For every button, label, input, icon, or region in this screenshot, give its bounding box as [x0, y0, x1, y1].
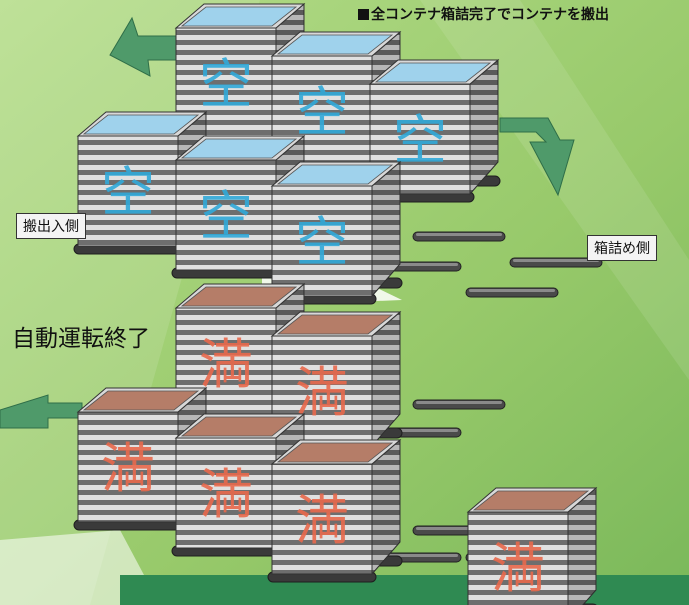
title-text: 全コンテナ箱詰完了でコンテナを搬出	[371, 7, 609, 23]
empty-mark: 空	[101, 161, 155, 224]
empty-mark: 空	[393, 109, 447, 172]
pallet-rail	[412, 231, 506, 242]
full-container: 満	[267, 438, 403, 583]
arrow-down-right	[499, 117, 575, 197]
title-square-icon	[358, 9, 369, 20]
auto-end-label: 自動運転終了	[12, 326, 150, 352]
pallet-rail	[412, 525, 474, 536]
pallet-rail	[509, 257, 603, 268]
empty-mark: 空	[199, 53, 253, 116]
pallet-rail	[412, 399, 506, 410]
full-mark: 満	[491, 537, 545, 600]
empty-mark: 空	[295, 211, 349, 274]
full-mark: 満	[199, 463, 253, 526]
empty-container: 空	[267, 160, 403, 305]
empty-mark: 空	[295, 81, 349, 144]
full-mark: 満	[295, 489, 349, 552]
empty-container: 空	[365, 58, 501, 203]
full-container: 満	[466, 486, 598, 605]
full-mark: 満	[101, 437, 155, 500]
container-group: 空空空空空空満満満満満満	[73, 2, 598, 605]
pack-side-label: 箱詰め側	[587, 235, 657, 261]
unload-side-label: 搬出入側	[16, 213, 86, 239]
empty-mark: 空	[199, 185, 253, 248]
full-mark: 満	[199, 333, 253, 396]
page-title: 全コンテナ箱詰完了でコンテナを搬出	[358, 4, 609, 24]
pallet-rail	[465, 287, 559, 298]
